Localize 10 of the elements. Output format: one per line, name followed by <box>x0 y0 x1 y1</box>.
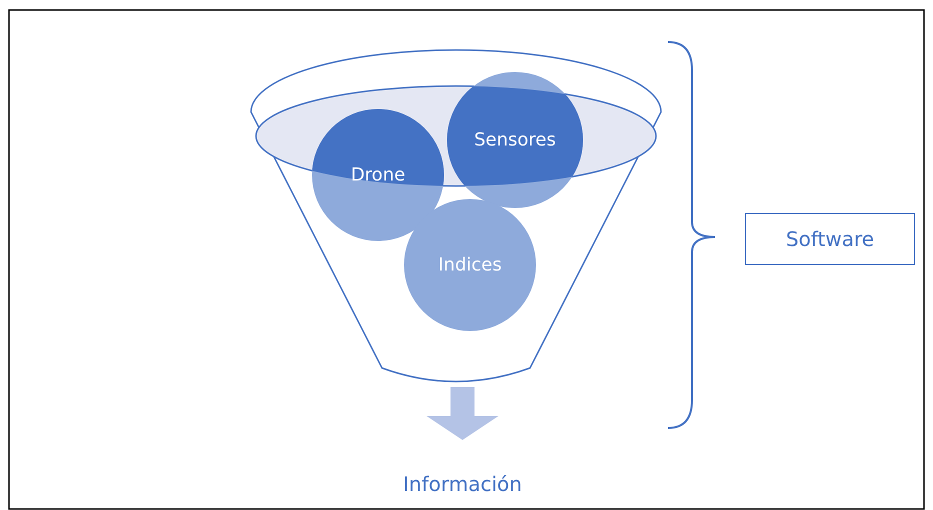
circle-node <box>447 72 583 208</box>
box-label: Información <box>402 472 523 496</box>
circle-label: Drone <box>350 164 406 186</box>
circle-label: Indices <box>437 254 503 276</box>
arrow <box>426 387 498 440</box>
circle-label: Sensores <box>473 130 557 150</box>
circle-node <box>404 199 536 331</box>
circle-node <box>312 109 444 241</box>
text-box <box>745 213 915 265</box>
box-label: Software <box>784 227 876 251</box>
